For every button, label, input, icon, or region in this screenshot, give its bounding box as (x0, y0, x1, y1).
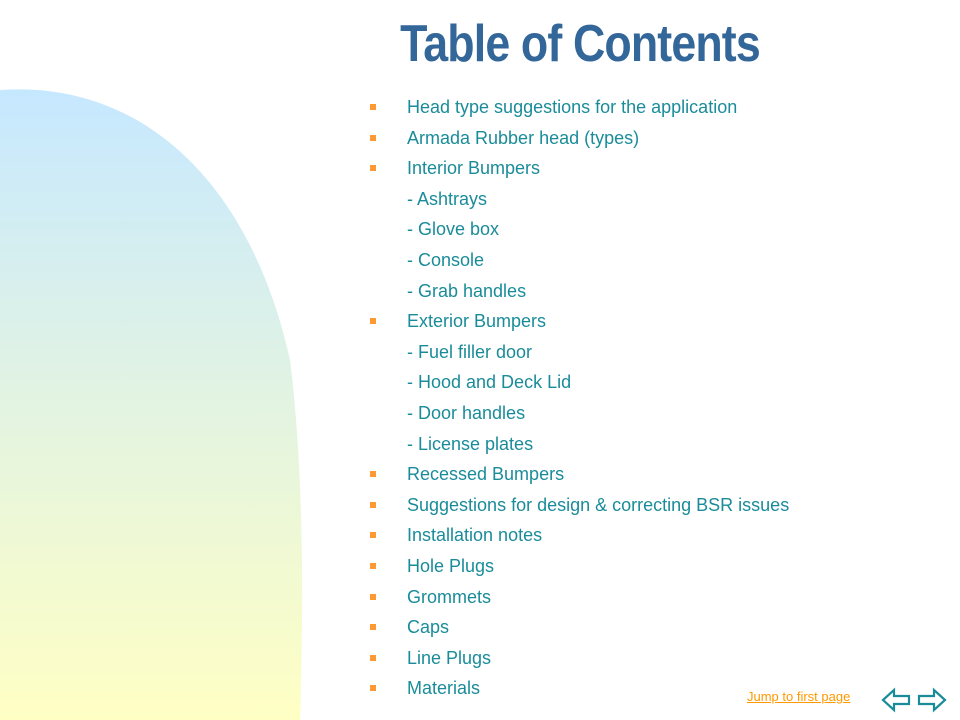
list-item-label: - Ashtrays (407, 188, 488, 209)
list-item-label: - Door handles (407, 402, 526, 423)
list-item-label: Armada Rubber head (types) (407, 127, 640, 148)
list-item-label: - Console (407, 249, 485, 270)
list-item-label: - Glove box (407, 219, 500, 240)
list-item-label: Suggestions for design & correcting BSR … (407, 494, 790, 515)
bullet-square-icon (370, 624, 376, 631)
bullet-square-icon (370, 165, 376, 172)
bullet-square-icon (370, 654, 376, 661)
bullet-square-icon (370, 593, 376, 600)
list-item-label: Materials (407, 678, 481, 699)
arrow-left-icon[interactable] (880, 686, 912, 714)
list-item-label: - Hood and Deck Lid (407, 372, 572, 393)
bullet-square-icon (370, 104, 376, 110)
list-item-label: Head type suggestions for the applicatio… (407, 97, 738, 117)
list-item-label: - Fuel filler door (407, 341, 533, 362)
bullet-square-icon (370, 318, 376, 325)
bullet-square-icon (370, 134, 376, 141)
list-item-label: Grommets (407, 586, 492, 607)
list-item-label: Recessed Bumpers (407, 464, 565, 485)
list-item-label: Caps (407, 617, 450, 638)
bullet-square-icon (370, 471, 376, 478)
list-item-label: Interior Bumpers (407, 158, 541, 179)
jump-to-first-page-link[interactable]: Jump to first page (747, 689, 851, 704)
list-item-label: Exterior Bumpers (407, 311, 547, 332)
page-title: Table of Contents (400, 15, 761, 73)
arrow-right-icon[interactable] (916, 686, 948, 714)
bullet-square-icon (370, 685, 376, 692)
bullet-square-icon (370, 562, 376, 569)
bullet-square-icon (370, 501, 376, 508)
list-item-label: Installation notes (407, 525, 543, 546)
list-item-label: - Grab handles (407, 280, 527, 301)
bullet-square-icon (370, 532, 376, 539)
list-item-label: Line Plugs (407, 647, 492, 668)
list-item-label: - License plates (407, 433, 534, 454)
list-item-label: Hole Plugs (407, 555, 495, 576)
